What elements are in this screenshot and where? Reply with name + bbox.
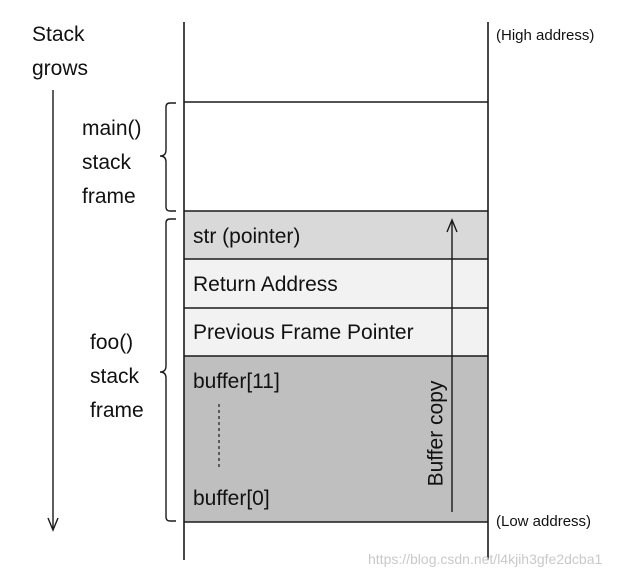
foo-frame-label-line-1: foo() xyxy=(90,331,134,354)
main-frame-label-line-1: main() xyxy=(82,117,142,140)
buffer-copy-arrowhead xyxy=(446,218,458,233)
foo-frame-bracket xyxy=(159,218,176,522)
cell-str-label: str (pointer) xyxy=(193,225,301,248)
cell-str-bg xyxy=(184,211,488,259)
main-frame-label-line-2: stack xyxy=(82,151,132,174)
cell-return-address-bg xyxy=(184,259,488,308)
foo-frame-label: foo() stack frame xyxy=(90,326,144,428)
cell-prev-frame-pointer-label: Previous Frame Pointer xyxy=(193,321,414,344)
cell-return-address-label: Return Address xyxy=(193,273,338,296)
main-frame-bracket xyxy=(159,102,176,212)
watermark: https://blog.csdn.net/l4kjih3gfe2dcba1 xyxy=(368,551,603,567)
foo-frame-label-line-2: stack xyxy=(90,365,140,388)
stack-grows-line-2: grows xyxy=(32,57,89,80)
low-address-label: (Low address) xyxy=(496,513,592,530)
cell-buffer-bg xyxy=(184,356,488,522)
main-frame-label: main() stack frame xyxy=(82,112,142,214)
stack-grows-line-1: Stack xyxy=(32,23,85,46)
main-frame-label-line-3: frame xyxy=(82,185,136,208)
stack-grows-label: Stack grows xyxy=(32,18,88,86)
stack-grows-arrowhead xyxy=(47,517,59,532)
cell-prev-frame-pointer-bg xyxy=(184,308,488,356)
cell-buffer-top-label: buffer[11] xyxy=(193,370,280,393)
high-address-label: (High address) xyxy=(496,27,595,44)
cell-buffer-bottom-label: buffer[0] xyxy=(193,487,270,510)
buffer-copy-label: Buffer copy xyxy=(424,380,448,487)
foo-frame-label-line-3: frame xyxy=(90,399,144,422)
